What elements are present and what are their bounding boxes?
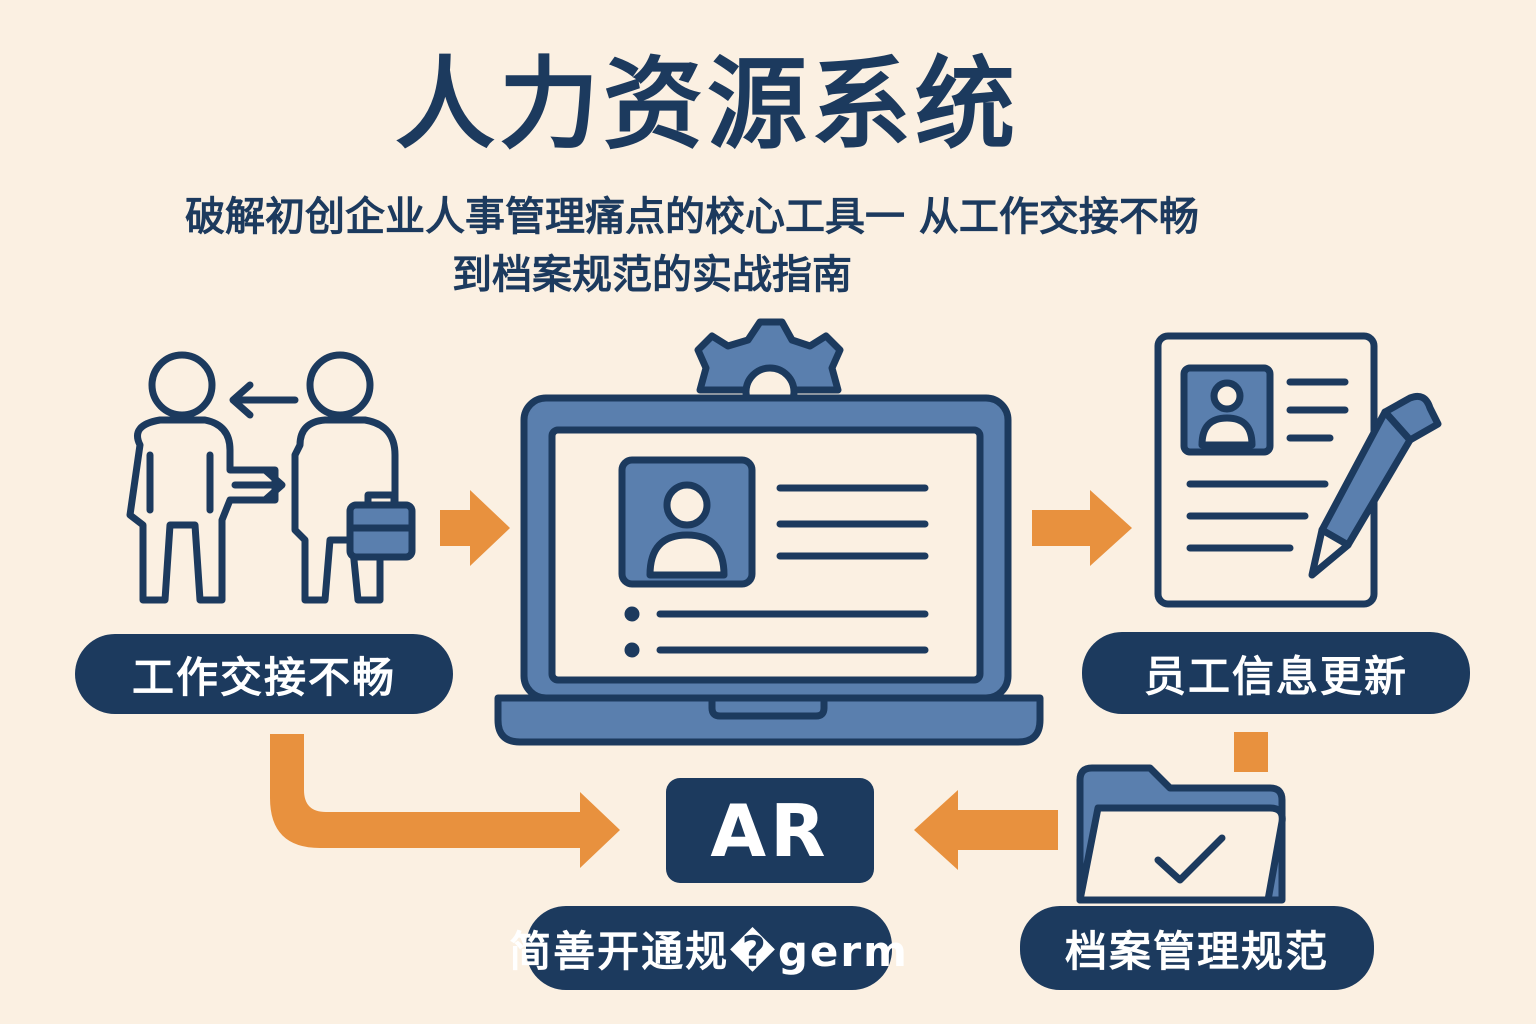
node-employee-update[interactable]: 员工信息更新 [1082,632,1470,714]
gear-icon [694,318,844,420]
page-title: 人力资源系统 [395,46,1019,163]
arrow-archive-to-ar [914,790,1058,870]
subtitle-line-1: 破解初创企业人事管理痛点的校心工具一 从工作交接不畅 [185,194,1199,240]
laptop-icon [494,318,1044,746]
node-archive[interactable]: 档案管理规范 [1020,906,1374,990]
node-onboarding[interactable]: 简善开通规�germ [509,906,907,990]
node-center-box[interactable]: AR [666,778,874,883]
document-edit-icon [1154,332,1442,608]
connector-update-to-archive [1234,732,1268,772]
folder-check-icon [1076,764,1286,904]
pencil-icon [1308,392,1442,579]
subtitle-line-2: 到档案规范的实战指南 [452,252,852,298]
node-handover[interactable]: 工作交接不畅 [75,634,453,714]
flow-arrows [270,490,1268,870]
handover-people-icon [126,351,416,604]
arrow-handover-to-ar [270,734,620,868]
arrow-handover-to-system [440,490,510,566]
arrow-system-to-document [1032,490,1132,566]
